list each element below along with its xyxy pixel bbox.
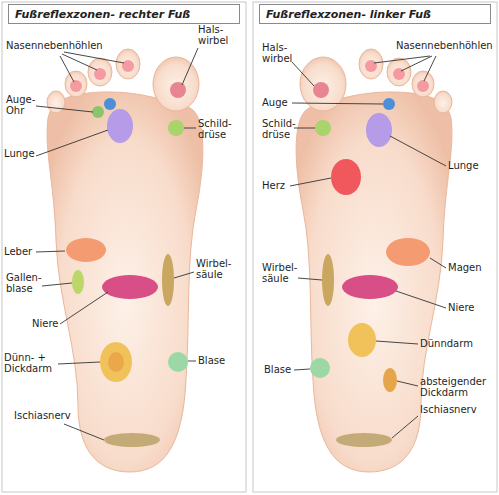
zone-label: Dünndarm	[420, 338, 473, 349]
zone-label: Nasennebenhöhlen	[6, 40, 103, 51]
zone-label: Lunge	[448, 160, 479, 171]
zone-label: Ischiasnerv	[420, 404, 477, 415]
zone-label: Auge	[262, 97, 288, 108]
zone-label: Ischiasnerv	[14, 410, 71, 421]
zone-label: Herz	[262, 180, 285, 191]
zone-label: Magen	[448, 262, 482, 273]
panel-header: Fußreflexzonen- linker Fuß	[259, 4, 491, 24]
zone-label: Hals- wirbel	[262, 42, 292, 64]
zone-label: Auge- Ohr	[6, 94, 35, 116]
zone-label: Gallen- blase	[6, 272, 42, 294]
zone-label: Hals- wirbel	[198, 24, 228, 46]
zone-label: Blase	[198, 355, 225, 366]
zone-label: Leber	[4, 246, 32, 257]
zone-label: Dünn- + Dickdarm	[4, 352, 58, 374]
header-text: Fußreflexzonen- linker Fuß	[266, 8, 431, 21]
header-text: Fußreflexzonen- rechter Fuß	[15, 8, 190, 21]
zone-label: Niere	[32, 318, 58, 329]
panel-header: Fußreflexzonen- rechter Fuß	[8, 4, 240, 24]
zone-label: Schild- drüse	[198, 118, 232, 140]
zone-label: Nasennebenhöhlen	[396, 40, 493, 51]
zone-label: absteigender Dickdarm	[420, 376, 486, 398]
zone-label: Niere	[448, 302, 474, 313]
zone-label: Lunge	[4, 148, 35, 159]
zone-label: Wirbel- säule	[196, 258, 231, 280]
zone-label: Schild- drüse	[262, 118, 296, 140]
zone-label: Blase	[264, 364, 291, 375]
zone-label: Wirbel- säule	[262, 262, 297, 284]
